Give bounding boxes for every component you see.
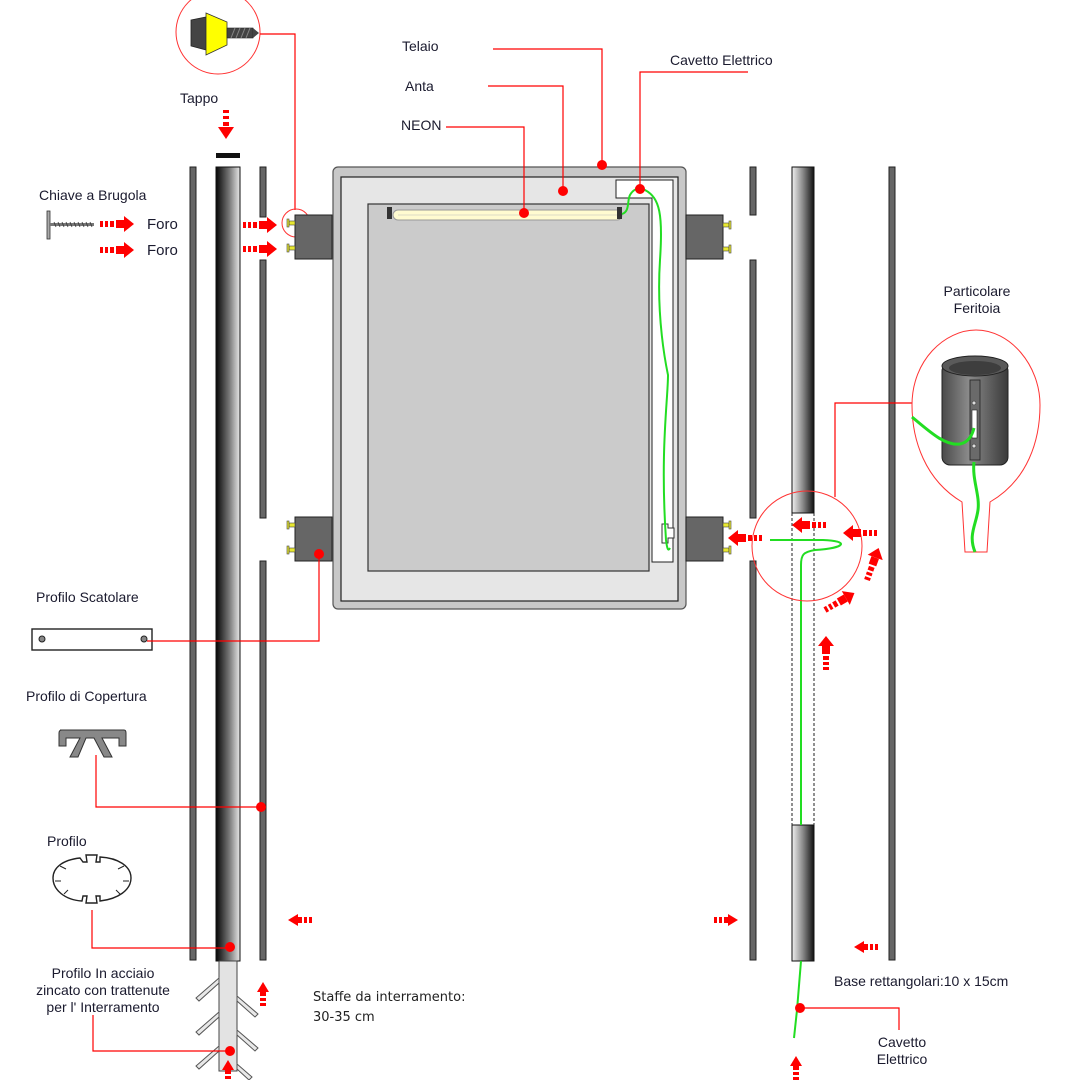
callout-line-tappo-detail: [260, 33, 296, 210]
tappo-detail-circle: [175, 0, 261, 75]
right-main-post-top: [791, 166, 815, 514]
bracket-top-right: [685, 214, 732, 260]
label-profilo: Profilo: [47, 833, 87, 849]
bracket-bottom-left: [286, 516, 333, 562]
light-box-panel: [332, 166, 687, 610]
tappo-cap: [216, 153, 240, 158]
label-profilo-di-copertura: Profilo di Copertura: [26, 688, 147, 704]
label-foro-2: Foro: [147, 242, 178, 259]
label-cavetto-elettrico-bottom: Cavetto Elettrico: [864, 1034, 940, 1068]
label-staffe-line1: Staffe da interramento:: [313, 990, 466, 1005]
label-telaio: Telaio: [402, 38, 439, 54]
bracket-bottom-right: [685, 516, 732, 562]
neon-socket-left: [387, 207, 392, 219]
callout-line-neon: [446, 126, 525, 210]
ground-anchor-profile: [195, 960, 259, 1080]
slot-detail-circle: [751, 490, 863, 602]
label-anta: Anta: [405, 78, 434, 94]
callout-line-cavetto-top: [639, 71, 748, 186]
label-particolare: Particolare: [943, 283, 1011, 299]
right-inner-strip-bottom: [749, 560, 757, 961]
callout-line-cavetto-bottom: [801, 1007, 900, 1030]
label-cavetto: Cavetto: [877, 1034, 927, 1050]
label-profilo-acciaio: Profilo In acciaio zincato con trattenut…: [20, 965, 186, 1016]
tappo-cap-dark: [190, 16, 207, 51]
profilo-cross-section-icon: [52, 854, 132, 904]
label-profilo-acciaio-line2: zincato con trattenute: [36, 982, 170, 998]
panel-cable: [621, 187, 671, 551]
label-foro-1: Foro: [147, 216, 178, 233]
callout-line-telaio: [493, 48, 603, 162]
callout-line-anta: [488, 85, 564, 188]
left-main-post: [215, 166, 241, 962]
arrow-into-right-strip: [714, 914, 738, 926]
label-elettrico: Elettrico: [876, 1051, 928, 1067]
arrow-into-right-post-bottom: [854, 941, 878, 953]
label-particolare-feritoia: Particolare Feritoia: [930, 283, 1024, 317]
callout-line-acciaio: [92, 1015, 230, 1052]
arrow-up-cable: [818, 636, 834, 670]
arrow-out-to-bracket: [728, 530, 762, 546]
label-chiave-a-brugola: Chiave a Brugola: [39, 187, 147, 203]
left-outer-cover-strip: [189, 166, 197, 961]
arrow-into-left-strip: [288, 914, 312, 926]
right-post-hidden-section: [791, 513, 815, 825]
profilo-scatolare-icon: [31, 628, 153, 651]
tappo-detail: [175, 0, 261, 75]
right-inner-strip-mid: [749, 259, 757, 519]
post-cable: [770, 539, 842, 825]
label-tappo: Tappo: [180, 90, 219, 106]
callout-line-scatolare: [147, 555, 320, 642]
left-inner-strip-top: [259, 166, 267, 218]
right-main-post-bottom: [791, 824, 815, 962]
right-inner-strip-top: [749, 166, 757, 216]
callout-line-feritoia: [834, 402, 912, 497]
arrow-foro-1: [100, 216, 134, 232]
tappo-cap-yellow: [205, 12, 228, 56]
arrow-curved-2: [859, 545, 887, 583]
label-neon: NEON: [401, 117, 442, 133]
label-cavetto-elettrico-top: Cavetto Elettrico: [670, 52, 773, 68]
callout-line-profilo: [91, 910, 230, 949]
label-feritoia: Feritoia: [953, 300, 1001, 316]
label-profilo-acciaio-line1: Profilo In acciaio: [51, 965, 155, 981]
label-profilo-scatolare: Profilo Scatolare: [36, 589, 139, 605]
neon-socket-right: [617, 207, 622, 219]
arrow-foro-2: [100, 242, 134, 258]
display-area: [367, 203, 650, 572]
allen-key-icon: [46, 210, 94, 240]
arrow-into-bracket-2: [243, 241, 277, 257]
arrow-up-left-strip: [257, 982, 269, 1006]
label-base-rettangolari: Base rettangolari:10 x 15cm: [834, 973, 1009, 989]
arrow-into-post: [792, 517, 826, 533]
right-outer-cover-strip: [888, 166, 896, 961]
label-staffe: Staffe da interramento: 30-35 cm: [313, 988, 465, 1028]
arrow-up-cable-bottom: [790, 1056, 802, 1080]
arrow-into-bracket-1: [243, 217, 277, 233]
feritoia-detail: [911, 329, 1041, 553]
tappo-arrow-down: [218, 110, 234, 139]
label-profilo-acciaio-line3: per l' Interramento: [46, 999, 160, 1015]
arrow-curved-1: [843, 525, 877, 541]
label-staffe-line2: 30-35 cm: [313, 1010, 375, 1025]
callout-line-copertura: [95, 755, 260, 808]
cable-exit-bottom: [793, 960, 802, 1039]
bracket-top-left: [286, 214, 333, 260]
left-inner-strip-mid: [259, 259, 267, 519]
profilo-copertura-icon: [58, 729, 127, 758]
left-inner-strip-bottom: [259, 560, 267, 961]
